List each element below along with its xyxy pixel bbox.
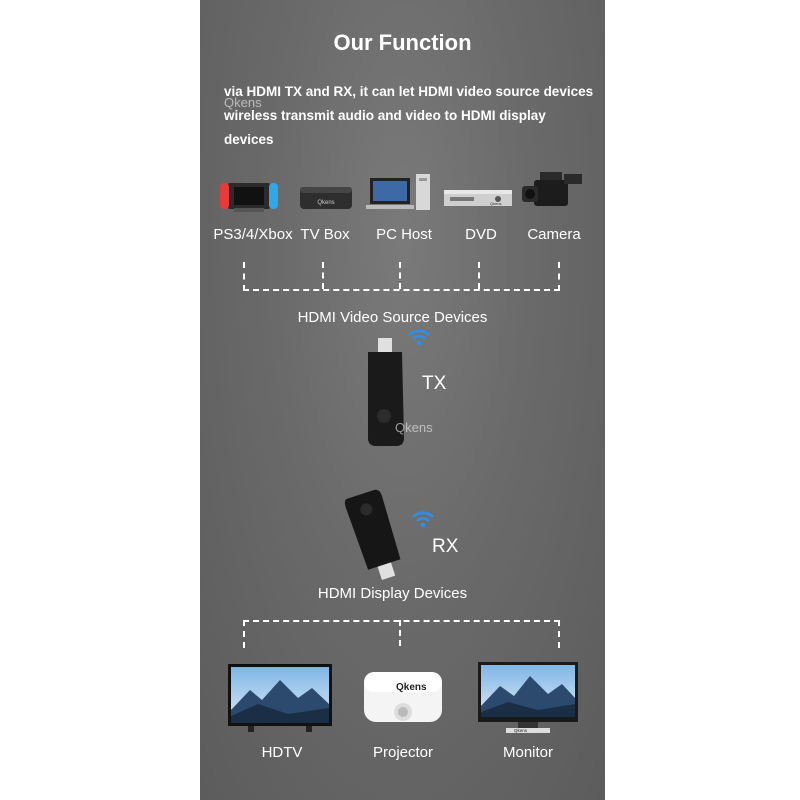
game-console-icon (216, 175, 286, 215)
display-label-projector: Projector (372, 744, 434, 761)
projector-icon: Qkens (360, 664, 446, 734)
watermark: Qkens (224, 95, 262, 110)
source-connector-tick (478, 262, 480, 289)
function-panel: Our Function via HDMI TX and RX, it can … (200, 0, 605, 800)
svg-text:Qkens: Qkens (490, 201, 502, 206)
dvd-player-icon: Qkens (442, 180, 514, 214)
display-connector (243, 620, 560, 648)
tx-dongle (362, 338, 410, 453)
pc-host-icon (366, 172, 436, 214)
description-line-2: wireless transmit audio and video to HDM… (224, 108, 546, 147)
hdtv-icon (228, 664, 332, 734)
description-line-1: via HDMI TX and RX, it can let HDMI vide… (224, 84, 594, 99)
rx-wifi-icon (410, 508, 436, 535)
display-connector-tick (399, 620, 401, 646)
watermark-tx: Qkens (395, 420, 433, 435)
source-label-pchost: PC Host (376, 226, 432, 243)
tx-wifi-icon (406, 326, 432, 353)
page-title: Our Function (333, 30, 472, 55)
rx-dongle (340, 488, 410, 589)
description: via HDMI TX and RX, it can let HDMI vide… (224, 80, 594, 152)
source-connector-tick (322, 262, 324, 289)
rx-label: RX (432, 536, 459, 557)
source-group-label: HDMI Video Source Devices (297, 309, 488, 326)
source-label-dvd: DVD (465, 226, 497, 243)
camera-icon (520, 166, 586, 216)
display-label-monitor: Monitor (502, 744, 554, 761)
source-connector (243, 262, 560, 291)
display-group-label: HDMI Display Devices (317, 585, 468, 602)
source-label-ps: PS3/4/Xbox (213, 226, 293, 243)
display-label-hdtv: HDTV (261, 744, 303, 761)
svg-text:Qkens: Qkens (514, 728, 528, 733)
source-label-camera: Camera (527, 226, 581, 243)
source-label-tvbox: TV Box (300, 226, 350, 243)
svg-text:Qkens: Qkens (396, 682, 427, 693)
tv-box-icon: Qkens (296, 175, 356, 215)
svg-text:Qkens: Qkens (317, 200, 334, 206)
tx-label: TX (422, 373, 447, 394)
source-connector-tick (399, 262, 401, 289)
monitor-icon: Qkens (478, 662, 578, 736)
